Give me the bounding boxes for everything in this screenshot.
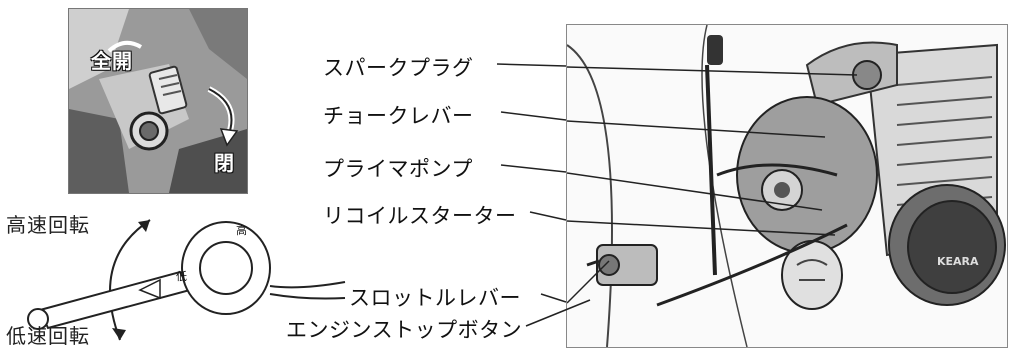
callout-engine-stop-button: エンジンストップボタン — [286, 318, 523, 342]
grip-mark-high: 高 — [236, 224, 247, 237]
label-closed: 閉 — [214, 151, 235, 175]
choke-inset-image: 全開 閉 — [68, 8, 248, 194]
throttle-grip-diagram — [27, 219, 346, 341]
callout-recoil-starter: リコイルスターター — [323, 204, 517, 228]
callout-spark-plug: スパークプラグ — [323, 56, 474, 80]
label-full-open: 全開 — [91, 49, 133, 73]
engine-drawing: KEARA — [567, 25, 1006, 347]
choke-inset-drawing — [69, 9, 247, 193]
callout-throttle-lever: スロットルレバー — [349, 286, 521, 310]
grip-mark-low: 低 — [176, 270, 187, 283]
label-high-speed: 高速回転 — [6, 213, 90, 237]
callout-primer-pump: プライマポンプ — [323, 157, 473, 181]
engine-illustration-panel: KEARA — [566, 24, 1008, 348]
label-low-speed: 低速回転 — [6, 324, 90, 348]
engine-brand-mark: KEARA — [937, 255, 979, 268]
callout-choke-lever: チョークレバー — [323, 104, 474, 128]
